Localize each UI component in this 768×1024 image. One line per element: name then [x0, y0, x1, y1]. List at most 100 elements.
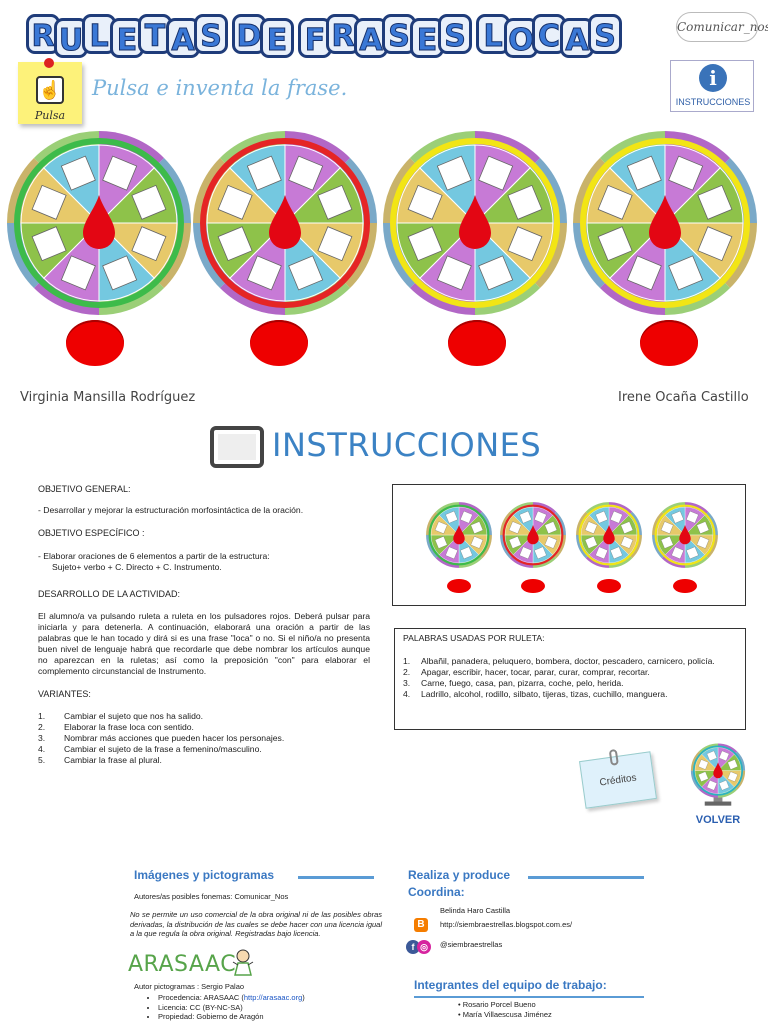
objetivo-especifico-heading: OBJETIVO ESPECÍFICO :: [38, 528, 145, 538]
title-letter: S: [438, 14, 472, 55]
list-number: 2.: [403, 667, 411, 677]
list-item: 1.Albañil, panadera, peluquero, bombera,…: [403, 656, 737, 667]
author-right: Irene Ocaña Castillo: [618, 390, 749, 405]
list-number: 1.: [403, 656, 411, 666]
mini-push-2: [521, 579, 545, 593]
author-left: Virginia Mansilla Rodríguez: [20, 390, 196, 405]
title-letter: S: [588, 14, 622, 55]
words-box: PALABRAS USADAS POR RULETA: 1.Albañil, p…: [394, 628, 746, 730]
subtitle: Pulsa e inventa la frase.: [92, 76, 348, 100]
licencia: Licencia: CC (BY-NC-SA): [158, 1003, 388, 1013]
list-item: 1.Cambiar el sujeto que nos ha salido.: [38, 711, 370, 722]
social-handle: @siembraestrellas: [440, 940, 503, 949]
divider: [298, 876, 374, 879]
roulette-icon: [690, 743, 746, 806]
variantes-list: 1.Cambiar el sujeto que nos ha salido.2.…: [38, 711, 370, 766]
list-item: 2. Elaborar la frase loca con sentido.: [38, 722, 370, 733]
paperclip-icon: [608, 748, 619, 766]
list-item: 5.Cambiar la frase al plural.: [38, 755, 370, 766]
wheel-2[interactable]: [190, 128, 380, 318]
desarrollo-heading: DESARROLLO DE LA ACTIVIDAD:: [38, 589, 181, 599]
team-list: • Rosario Porcel Bueno• María Villaescus…: [458, 1000, 552, 1019]
mini-push-4: [673, 579, 697, 593]
mini-wheel-3: [576, 502, 642, 568]
desarrollo-text: El alumno/a va pulsando ruleta a ruleta …: [38, 611, 370, 676]
creditos-button[interactable]: Créditos: [579, 748, 657, 809]
procedencia-text: Procedencia: ARASAAC (: [158, 993, 244, 1002]
wheel-4[interactable]: [570, 128, 760, 318]
push-button-2[interactable]: [250, 320, 308, 366]
push-button-3[interactable]: [448, 320, 506, 366]
wheel-1[interactable]: [4, 128, 194, 318]
procedencia: Procedencia: ARASAAC (http://arasaac.org…: [158, 993, 388, 1003]
pulsa-note[interactable]: ☝ Pulsa: [18, 58, 82, 124]
list-item: 3. Nombrar más acciones que pueden hacer …: [38, 733, 370, 744]
team-member: • Rosario Porcel Bueno: [458, 1000, 536, 1009]
arasaac-girl-icon: [232, 949, 254, 976]
list-text: Apagar, escribir, hacer, tocar, parar, c…: [421, 667, 650, 677]
mini-wheel-4: [652, 502, 718, 568]
instructions-button[interactable]: i INSTRUCCIONES: [670, 60, 754, 112]
list-item: 4. Cambiar el sujeto de la frase a femeni…: [38, 744, 370, 755]
facebook-icon[interactable]: f: [406, 940, 420, 954]
propiedad: Propiedad: Gobierno de Aragón: [158, 1012, 388, 1022]
instructions-title: INSTRUCCIONES: [272, 426, 542, 464]
list-text: Carne, fuego, casa, pan, pizarra, coche,…: [421, 678, 624, 688]
list-number: 5.: [38, 755, 46, 765]
arasaac-link[interactable]: http://arasaac.org: [243, 993, 303, 1002]
coordina-heading: Coordina:: [408, 885, 465, 899]
wheels-area: [0, 128, 768, 378]
volver-button[interactable]: VOLVER: [690, 742, 746, 826]
push-button-1[interactable]: [66, 320, 124, 366]
title-letter: E: [260, 18, 294, 59]
list-number: 3.: [403, 678, 411, 688]
objetivo-especifico-structure: Sujeto+ verbo + C. Directo + C. Instrume…: [52, 562, 222, 572]
list-item: 4. Ladrillo, alcohol, rodillo, silbato, t…: [403, 689, 737, 700]
realiza-heading: Realiza y produce: [408, 868, 511, 882]
hand-pointer-icon: ☝: [36, 76, 64, 104]
list-number: 3.: [38, 733, 46, 743]
arasaac-logo: ARASAAC: [128, 952, 237, 977]
instructions-text: OBJETIVO GENERAL: - Desarrollar y mejora…: [38, 484, 370, 766]
picto-author: Autor pictogramas : Sergio Palao: [134, 982, 245, 991]
blog-link[interactable]: http://siembraestrellas.blogspot.com.es/: [440, 920, 573, 929]
list-text: Elaborar la frase loca con sentido.: [64, 722, 194, 732]
title-letter: S: [194, 14, 228, 55]
instagram-icon[interactable]: ◎: [417, 940, 431, 954]
mini-wheels-preview: [392, 484, 746, 606]
words-list: 1.Albañil, panadera, peluquero, bombera,…: [403, 656, 737, 700]
mini-push-3: [597, 579, 621, 593]
pin-icon: [44, 58, 54, 68]
mini-wheel-2: [500, 502, 566, 568]
authors-line: Autores/as posibles fonemas: Comunicar_N…: [134, 892, 289, 901]
variantes-heading: VARIANTES:: [38, 689, 91, 699]
list-text: Cambiar el sujeto de la frase a femenino…: [64, 744, 262, 754]
blogger-icon[interactable]: B: [414, 918, 428, 932]
title-letter: D: [232, 14, 266, 55]
list-text: Nombrar más acciones que pueden hacer lo…: [64, 733, 285, 743]
info-icon: i: [699, 64, 727, 92]
team-member: • María Villaescusa Jiménez: [458, 1009, 552, 1019]
instructions-button-label: INSTRUCCIONES: [675, 97, 751, 107]
list-text: Ladrillo, alcohol, rodillo, silbato, tij…: [421, 689, 668, 699]
list-number: 4.: [38, 744, 46, 754]
procedencia-close: ): [302, 993, 305, 1002]
tablet-icon: [210, 426, 264, 468]
list-item: 3. Carne, fuego, casa, pan, pizarra, coch…: [403, 678, 737, 689]
words-heading: PALABRAS USADAS POR RULETA:: [403, 633, 545, 643]
list-number: 4.: [403, 689, 411, 699]
list-number: 1.: [38, 711, 46, 721]
wheel-3[interactable]: [380, 128, 570, 318]
objetivo-especifico-text: - Elaborar oraciones de 6 elementos a pa…: [38, 551, 270, 561]
title-letter: S: [382, 14, 416, 55]
coordinator-name: Belinda Haro Castilla: [440, 906, 511, 915]
mini-push-1: [447, 579, 471, 593]
pulsa-label: Pulsa: [34, 109, 66, 122]
objetivo-general-text: - Desarrollar y mejorar la estructuració…: [38, 505, 304, 515]
social-icons: f ◎: [406, 938, 440, 956]
list-number: 2.: [38, 722, 46, 732]
images-heading: Imágenes y pictogramas: [134, 868, 275, 882]
license-note: No se permite un uso comercial de la obr…: [130, 910, 382, 938]
push-button-4[interactable]: [640, 320, 698, 366]
